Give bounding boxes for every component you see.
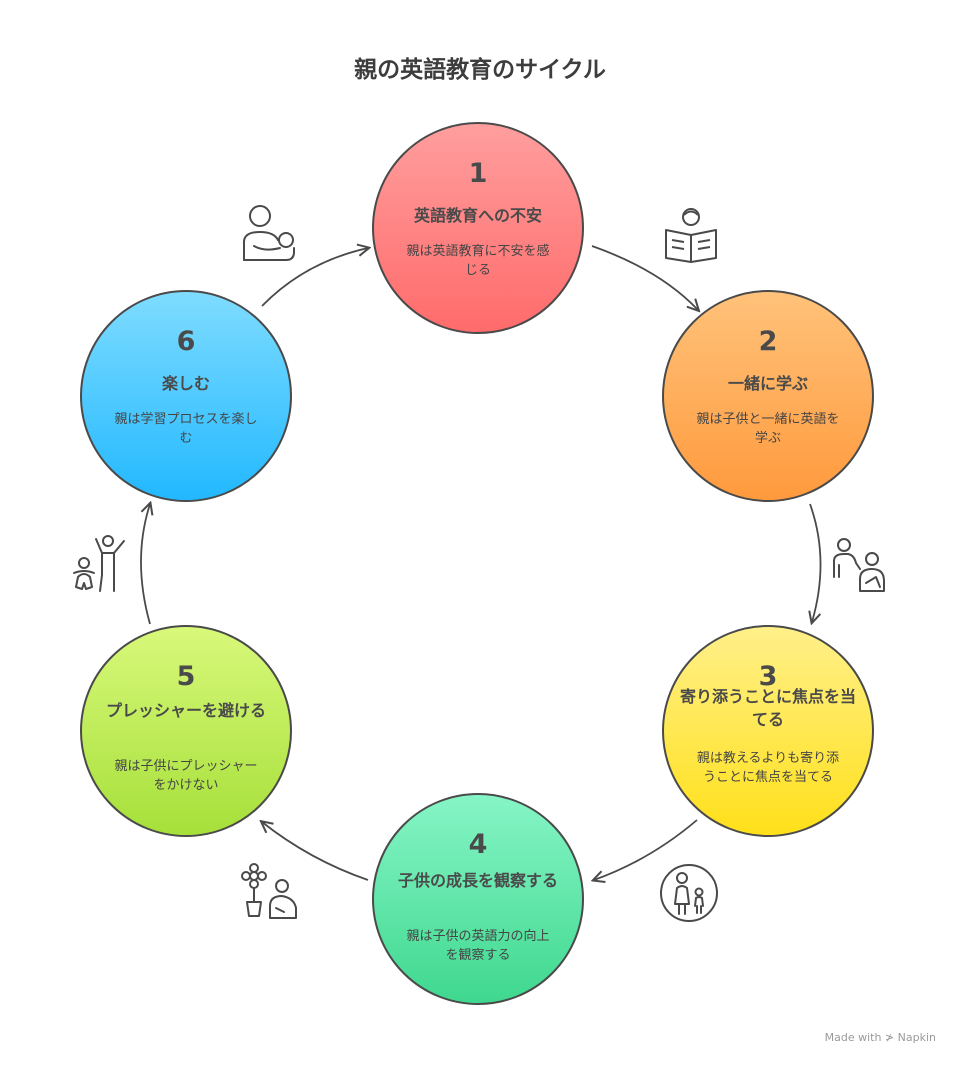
step-2-description: 親は子供と一緒に英語を学ぶ	[696, 412, 840, 446]
arrow-5-to-6	[140, 504, 150, 625]
arrow-4-to-5	[262, 822, 369, 881]
step-2-title: 一緒に学ぶ	[727, 374, 808, 393]
arrow-1-to-2	[591, 245, 698, 310]
step-4-description: 親は子供の英語力の向上を観察する	[406, 929, 550, 963]
reading-book-icon	[665, 208, 717, 263]
step-2-number: 2	[758, 326, 778, 357]
arrow-3-to-4	[594, 819, 698, 880]
parent-holding-baby-icon	[243, 205, 295, 261]
arrow-2-to-3	[810, 503, 822, 622]
step-4-node: 4 子供の成長を観察する 親は子供の英語力の向上を観察する	[372, 793, 584, 1005]
step-6-number: 6	[176, 326, 196, 357]
step-2-node: 2 一緒に学ぶ 親は子供と一緒に英語を学ぶ	[662, 290, 874, 502]
step-4-number: 4	[468, 829, 488, 860]
step-6-description: 親は学習プロセスを楽しむ	[114, 412, 258, 446]
adult-child-learning-icon	[833, 538, 885, 592]
page-title: 親の英語教育のサイクル	[354, 57, 606, 83]
step-5-title: プレッシャーを避ける	[105, 701, 266, 720]
step-3-number: 3	[758, 661, 778, 692]
step-1-node: 1 英語教育への不安 親は英語教育に不安を感じる	[372, 122, 584, 334]
step-4-title: 子供の成長を観察する	[397, 871, 558, 890]
parent-child-circle-icon	[660, 864, 718, 922]
plant-and-person-icon	[241, 863, 297, 919]
playing-people-icon	[73, 535, 125, 592]
step-3-node: 3 寄り添うことに焦点を当てる 親は教えるよりも寄り添うことに焦点を当てる	[662, 625, 874, 837]
step-3-title: 寄り添うことに焦点を当てる	[679, 687, 856, 729]
step-5-number: 5	[176, 661, 196, 692]
step-5-node: 5 プレッシャーを避ける 親は子供にプレッシャーをかけない	[80, 625, 292, 837]
napkin-brand: Made with ≯ Napkin	[824, 1031, 936, 1044]
step-1-description: 親は英語教育に不安を感じる	[406, 244, 550, 278]
step-3-description: 親は教えるよりも寄り添うことに焦点を当てる	[696, 751, 840, 785]
step-6-node: 6 楽しむ 親は学習プロセスを楽しむ	[80, 290, 292, 502]
step-6-title: 楽しむ	[161, 374, 210, 393]
step-5-description: 親は子供にプレッシャーをかけない	[114, 759, 258, 793]
arrow-6-to-1	[261, 248, 368, 307]
step-1-number: 1	[468, 158, 488, 189]
step-1-title: 英語教育への不安	[413, 206, 542, 225]
